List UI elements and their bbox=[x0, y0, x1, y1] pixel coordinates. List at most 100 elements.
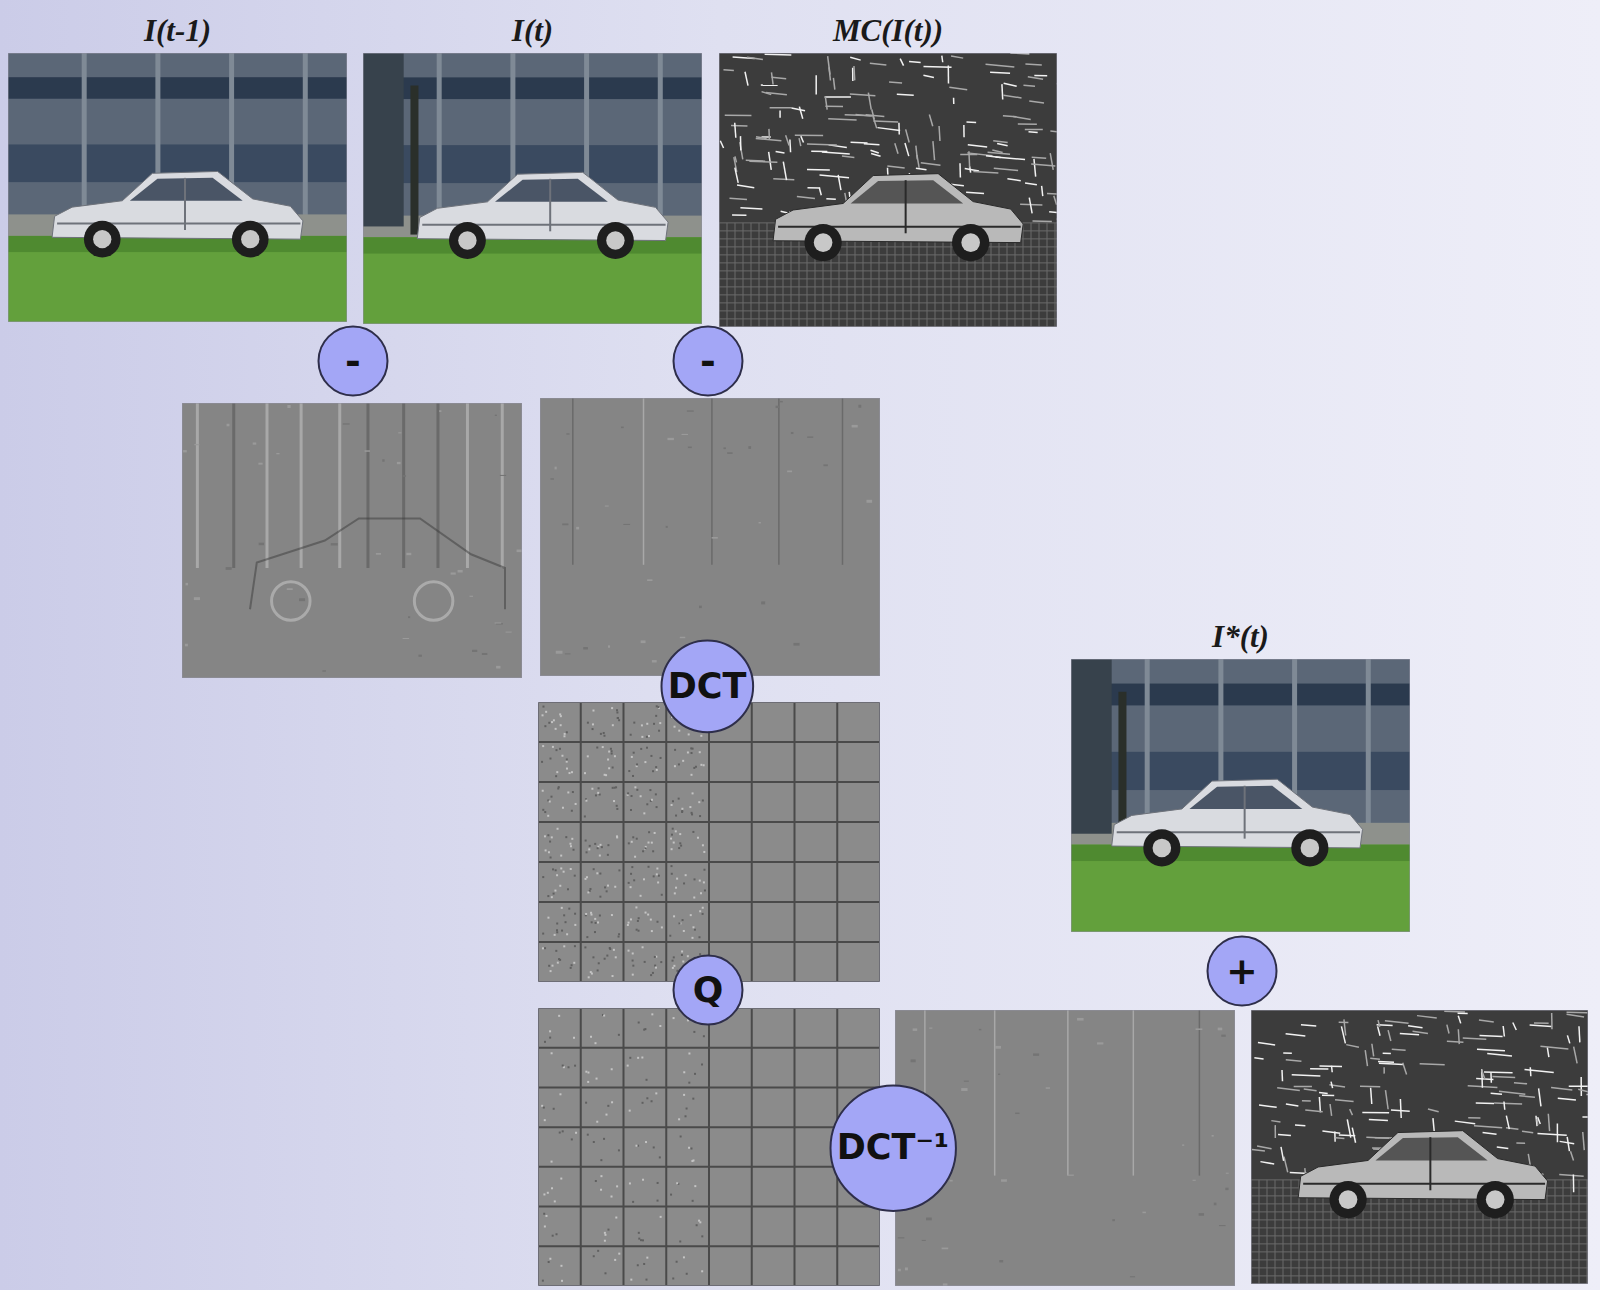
mc-edge bbox=[1530, 1067, 1532, 1076]
coefficient bbox=[574, 875, 576, 877]
coefficient bbox=[651, 1100, 653, 1102]
coefficient bbox=[636, 929, 638, 931]
car-wheel bbox=[1477, 1181, 1514, 1218]
mc-edge bbox=[938, 126, 940, 141]
coefficient bbox=[599, 873, 601, 875]
car-pillar bbox=[549, 179, 551, 232]
mc-edge bbox=[737, 185, 754, 188]
mc-edge bbox=[1252, 1150, 1265, 1152]
coefficient bbox=[597, 792, 599, 794]
mc-edge bbox=[1548, 1114, 1549, 1131]
coefficient bbox=[629, 1110, 631, 1112]
mc-edge bbox=[756, 138, 782, 140]
mc-edge bbox=[1274, 1125, 1276, 1138]
coefficient bbox=[657, 706, 659, 708]
coefficient bbox=[673, 842, 675, 844]
mc-edge bbox=[1025, 63, 1041, 65]
mc-edge bbox=[1304, 1089, 1317, 1091]
picture-mc bbox=[719, 53, 1057, 327]
mc-edge bbox=[1567, 1014, 1585, 1017]
residual-edge bbox=[196, 403, 199, 568]
coefficient bbox=[544, 835, 546, 837]
coefficient bbox=[595, 794, 597, 796]
mc-edge bbox=[1260, 1162, 1274, 1164]
coefficient bbox=[683, 930, 685, 932]
coefficient bbox=[638, 1238, 640, 1240]
mc-edge bbox=[1283, 1052, 1292, 1054]
coefficient bbox=[544, 1225, 546, 1227]
coefficient bbox=[542, 745, 544, 747]
mc-edge bbox=[1028, 77, 1043, 80]
coefficient bbox=[554, 1200, 556, 1202]
coefficient bbox=[658, 730, 660, 732]
mc-ground bbox=[1251, 1010, 1588, 1284]
coefficient bbox=[701, 1235, 703, 1237]
coefficient bbox=[642, 1102, 644, 1104]
circle-shape bbox=[661, 640, 753, 732]
residual-speck bbox=[979, 1029, 982, 1030]
coefficient bbox=[661, 894, 663, 896]
coefficient bbox=[548, 1261, 550, 1263]
mc-edge bbox=[795, 135, 823, 137]
coefficient bbox=[565, 921, 567, 923]
car-hub bbox=[814, 233, 833, 252]
residual-speck bbox=[403, 638, 410, 639]
mc-edge bbox=[1551, 1088, 1572, 1090]
coefficient bbox=[631, 795, 633, 797]
coefficient bbox=[584, 772, 586, 774]
residual-speck bbox=[1068, 1175, 1074, 1176]
residual-speck bbox=[253, 442, 257, 444]
coefficient bbox=[660, 757, 662, 759]
residual-speck bbox=[1214, 1203, 1217, 1206]
mc-edge bbox=[1047, 193, 1057, 194]
coefficient bbox=[672, 828, 674, 830]
coefficient bbox=[575, 1132, 577, 1134]
residual-speck bbox=[807, 436, 813, 437]
block-line bbox=[719, 270, 1057, 271]
coefficient bbox=[654, 956, 656, 958]
mc-edge bbox=[1559, 1175, 1583, 1177]
picture-frame bbox=[363, 53, 702, 324]
mc-edge bbox=[906, 129, 910, 142]
residual-edge bbox=[1199, 1010, 1201, 1176]
coefficient bbox=[670, 1194, 672, 1196]
mc-edge bbox=[1400, 1099, 1402, 1118]
coefficient bbox=[616, 808, 618, 810]
residual-speck bbox=[687, 410, 694, 411]
coefficient bbox=[681, 810, 683, 812]
coefficient bbox=[669, 935, 671, 937]
coefficient bbox=[678, 763, 680, 765]
coefficient bbox=[650, 755, 652, 757]
coefficient bbox=[549, 1258, 551, 1260]
coefficient bbox=[660, 961, 662, 963]
coefficient bbox=[652, 972, 654, 974]
coefficient bbox=[628, 950, 630, 952]
coefficient bbox=[594, 931, 596, 933]
coefficient bbox=[611, 1068, 613, 1070]
coefficient bbox=[618, 1149, 620, 1151]
mc-edge bbox=[1417, 1016, 1437, 1018]
coefficient bbox=[618, 933, 620, 935]
car-wheel bbox=[597, 222, 634, 259]
mullion bbox=[658, 53, 663, 226]
coefficient bbox=[563, 945, 565, 947]
mc-edge bbox=[1023, 85, 1035, 86]
coefficient bbox=[614, 886, 616, 888]
residual-speck bbox=[905, 1267, 908, 1270]
residual-edge bbox=[402, 403, 405, 568]
mc-edge bbox=[1301, 1025, 1316, 1026]
residual-edge bbox=[501, 403, 504, 568]
mc-edge bbox=[1330, 1104, 1332, 1116]
mc-edge bbox=[1344, 1019, 1346, 1035]
coefficient bbox=[692, 748, 694, 750]
coefficient bbox=[643, 878, 645, 880]
mc-edge bbox=[997, 143, 1008, 145]
image-frame: I(t) bbox=[363, 53, 702, 324]
coefficient bbox=[562, 1065, 564, 1067]
coefficient bbox=[572, 791, 574, 793]
mc-edge bbox=[1567, 1137, 1569, 1151]
mc-edge bbox=[1458, 1029, 1460, 1044]
coefficient bbox=[655, 793, 657, 795]
coefficient bbox=[618, 936, 620, 938]
coefficient bbox=[586, 936, 588, 938]
